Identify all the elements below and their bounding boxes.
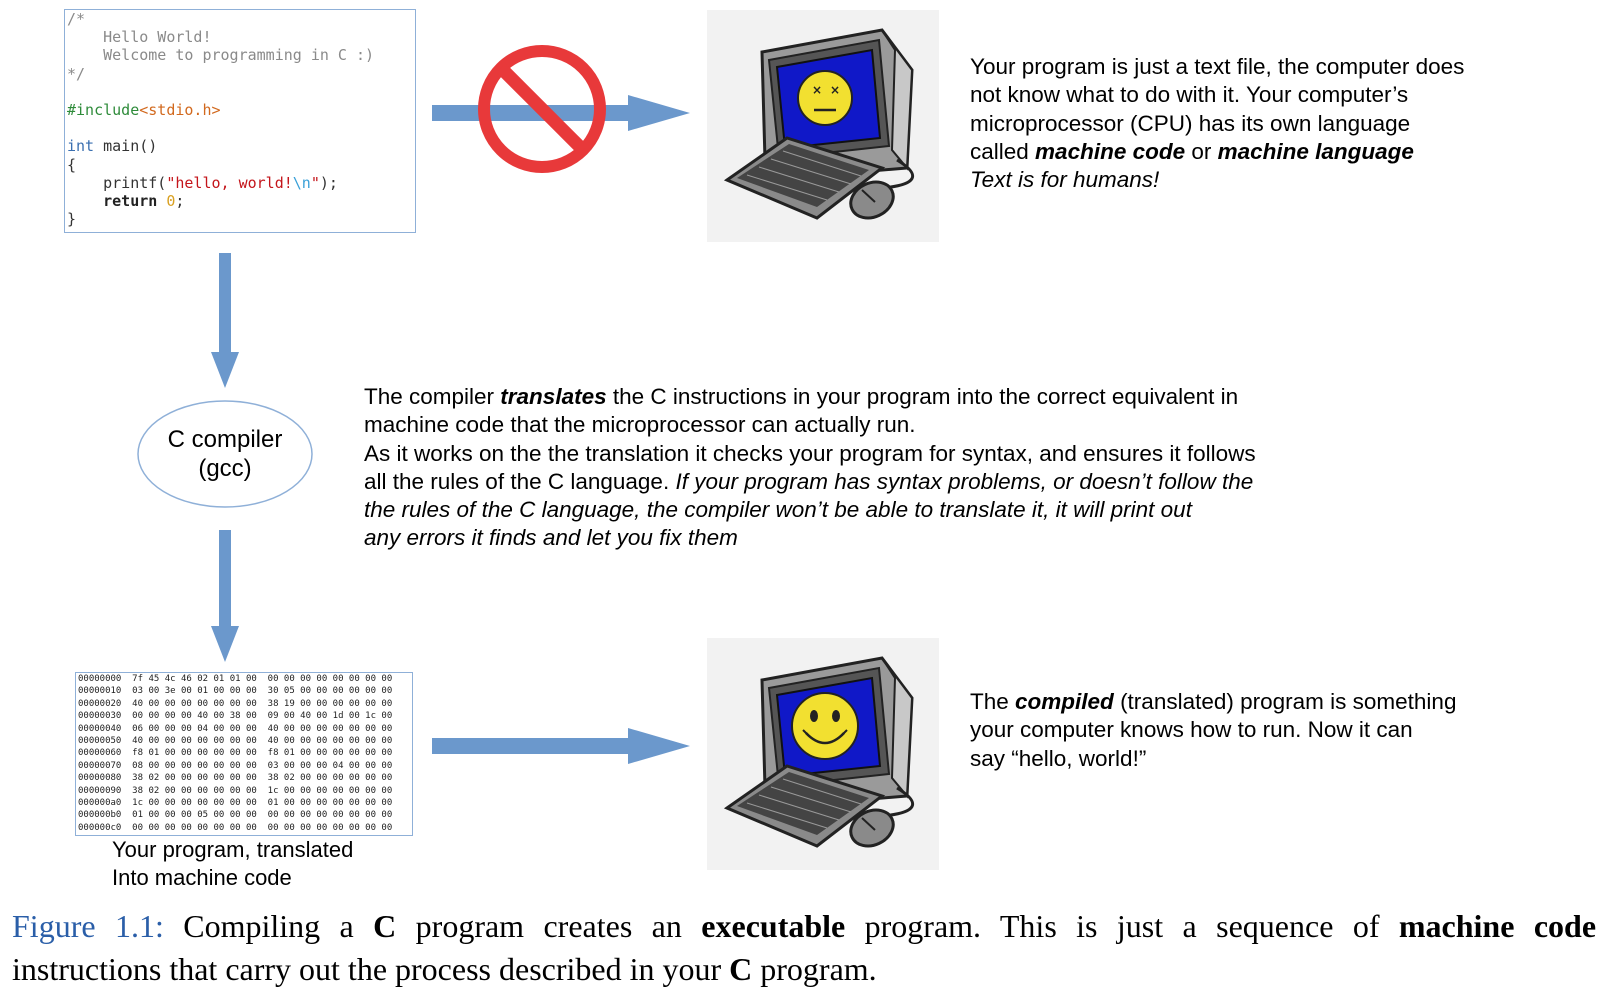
hex-caption-line-1: Your program, translated — [112, 837, 354, 862]
hex-row: 00000010 03 00 3e 00 01 00 00 00 30 05 0… — [78, 686, 393, 697]
middle-text-line-2: machine code that the microprocessor can… — [364, 412, 916, 438]
top-text-line-1: Your program is just a text file, the co… — [970, 54, 1465, 79]
code-comment-close: */ — [67, 64, 86, 83]
compiler-node: C compiler (gcc) — [136, 400, 314, 508]
hex-row: 00000080 38 02 00 00 00 00 00 00 38 02 0… — [78, 773, 393, 784]
hex-row: 00000090 38 02 00 00 00 00 00 00 1c 00 0… — [78, 785, 393, 796]
hex-row: 00000070 08 00 00 00 00 00 00 00 03 00 0… — [78, 760, 393, 771]
hex-row: 000000b0 01 00 00 00 05 00 00 00 00 00 0… — [78, 810, 393, 821]
happy-computer-icon — [707, 638, 939, 870]
code-main-signature: main() — [94, 137, 158, 156]
middle-text-translates: translates — [500, 384, 607, 409]
figure-caption: Figure 1.1: Compiling a C program create… — [12, 905, 1596, 991]
bottom-text-line-2: your computer knows how to run. Now it c… — [970, 717, 1413, 743]
top-text-line-2: not know what to do with it. Your comput… — [970, 82, 1409, 108]
hex-row: 00000020 40 00 00 00 00 00 00 00 38 19 0… — [78, 698, 393, 709]
hex-row: 00000050 40 00 00 00 00 00 00 00 40 00 0… — [78, 736, 393, 747]
code-printf-end: ); — [319, 173, 338, 192]
compiler-sublabel: (gcc) — [198, 455, 252, 482]
bottom-text-rest: (translated) program is something — [1113, 689, 1457, 714]
hex-row: 00000030 00 00 00 00 40 00 38 00 09 00 4… — [78, 711, 393, 722]
figure-caption-line-1: Figure 1.1: Compiling a C program create… — [12, 905, 1596, 948]
caption-bold-executable: executable — [701, 908, 846, 944]
middle-text-prefix: The compiler — [364, 384, 501, 409]
code-include-directive: #include — [67, 101, 140, 120]
hex-caption-line-2: Into machine code — [112, 865, 292, 890]
top-text-machine-language: machine language — [1217, 138, 1414, 164]
bottom-explanation: The compiled (translated) program is som… — [970, 688, 1590, 773]
code-include-file: <stdio.h> — [139, 101, 221, 120]
compiler-ellipse — [137, 400, 313, 508]
middle-text-rules: all the rules of the C language. — [364, 468, 676, 494]
code-welcome-comment: Welcome to programming in C :) — [103, 46, 375, 65]
code-return-keyword: return — [103, 192, 158, 211]
code-return-value: 0 — [166, 192, 176, 211]
middle-text-line-3: As it works on the the translation it ch… — [364, 440, 1256, 466]
figure-label: Figure 1.1: — [12, 908, 164, 944]
hex-caption: Your program, translated Into machine co… — [112, 836, 432, 892]
figure-caption-line-2: instructions that carry out the process … — [12, 948, 1596, 991]
caption-text-2: program creates an — [396, 908, 702, 944]
caption-text-4: instructions that carry out the process … — [12, 951, 730, 987]
code-printf: printf( — [103, 173, 167, 192]
bottom-text-compiled: compiled — [1015, 689, 1114, 714]
top-text-line-5: Text is for humans! — [970, 167, 1160, 193]
caption-text-3: program. This is just a sequence of — [845, 908, 1399, 944]
hex-row: 00000040 06 00 00 00 04 00 00 00 40 00 0… — [78, 723, 393, 734]
bottom-text-line-3: say “hello, world!” — [970, 745, 1147, 771]
top-text-or: or — [1185, 138, 1218, 164]
middle-explanation: The compiler translates the C instructio… — [364, 383, 1384, 553]
arrow-down-2 — [211, 530, 239, 662]
top-text-line-3: microprocessor (CPU) has its own languag… — [970, 110, 1411, 136]
no-entry-icon — [478, 45, 606, 173]
code-open-brace: { — [67, 155, 77, 174]
svg-text:×: × — [830, 83, 840, 97]
arrow-down-1 — [211, 253, 239, 388]
code-close-brace: } — [67, 210, 77, 229]
code-escape: \n — [292, 173, 311, 192]
middle-text-line-1: The compiler translates the C instructio… — [364, 383, 1384, 411]
code-hello-comment: Hello World! — [103, 28, 212, 47]
machine-code-hex-box: 00000000 7f 45 4c 46 02 01 01 00 00 00 0… — [75, 672, 413, 836]
code-int-keyword: int — [67, 137, 95, 156]
code-string: "hello, world! — [166, 173, 293, 192]
middle-text-line-5: the rules of the C language, the compile… — [364, 497, 1192, 523]
compiler-label: C compiler — [167, 426, 283, 453]
code-comment-open: /* — [67, 10, 86, 28]
top-text-called: called — [970, 138, 1036, 164]
middle-text-line-4: all the rules of the C language. If your… — [364, 468, 1384, 496]
caption-bold-c: C — [373, 908, 397, 944]
source-code-box: /* Hello World! Welcome to programming i… — [64, 9, 416, 233]
hex-row: 000000c0 00 00 00 00 00 00 00 00 00 00 0… — [78, 822, 393, 833]
middle-text-suffix: the C instructions in your program into … — [606, 384, 1239, 409]
hex-row: 00000060 f8 01 00 00 00 00 00 00 f8 01 0… — [78, 748, 393, 759]
middle-text-line-6: any errors it finds and let you fix them — [364, 525, 738, 551]
hex-row: 00000000 7f 45 4c 46 02 01 01 00 00 00 0… — [78, 674, 393, 684]
top-text-machine-code: machine code — [1035, 138, 1186, 164]
caption-bold-c-2: C — [729, 951, 753, 987]
top-explanation: Your program is just a text file, the co… — [970, 53, 1590, 194]
middle-text-syntax-warning: If your program has syntax problems, or … — [675, 468, 1254, 494]
svg-text:×: × — [812, 83, 822, 97]
hex-row: 000000a0 1c 00 00 00 00 00 00 00 01 00 0… — [78, 798, 393, 809]
caption-text-5: program. — [752, 951, 877, 987]
caption-bold-machine-code: machine code — [1398, 908, 1597, 944]
sad-computer-icon: × × — [707, 10, 939, 242]
code-semicolon: ; — [175, 192, 185, 211]
arrow-right-bottom — [432, 728, 690, 764]
top-text-line-4: called machine code or machine language — [970, 138, 1590, 166]
bottom-text-line-1: The compiled (translated) program is som… — [970, 688, 1590, 716]
code-string-close: " — [310, 173, 320, 192]
bottom-text-the: The — [970, 689, 1016, 714]
caption-text-1: Compiling a — [163, 908, 374, 944]
